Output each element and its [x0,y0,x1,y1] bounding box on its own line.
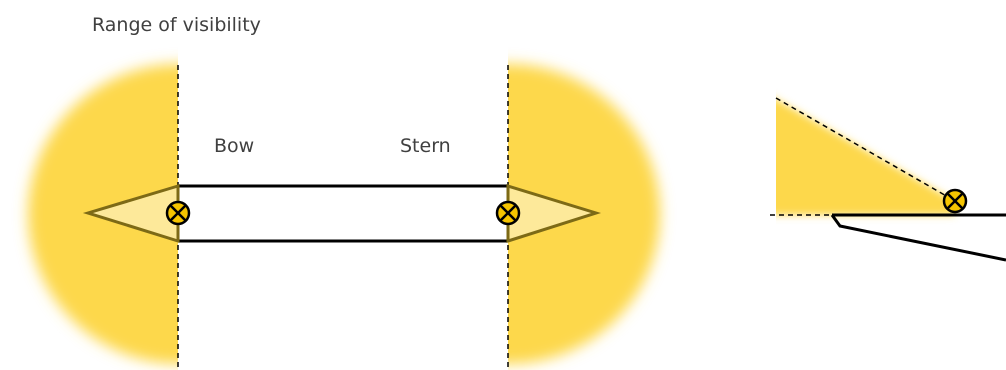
bow-label: Bow [214,135,254,157]
side-hull [830,213,1006,262]
lamp-cross-circle-icon [165,200,191,226]
diagram-title: Range of visibility [92,14,261,36]
side-upper-boundary-line [775,97,956,202]
side-visibility-wedge [776,99,955,215]
hull-body [178,184,508,243]
lamp-cross-circle-icon [942,188,968,214]
lamp-cross-circle-icon [495,200,521,226]
stern-label: Stern [400,135,451,157]
